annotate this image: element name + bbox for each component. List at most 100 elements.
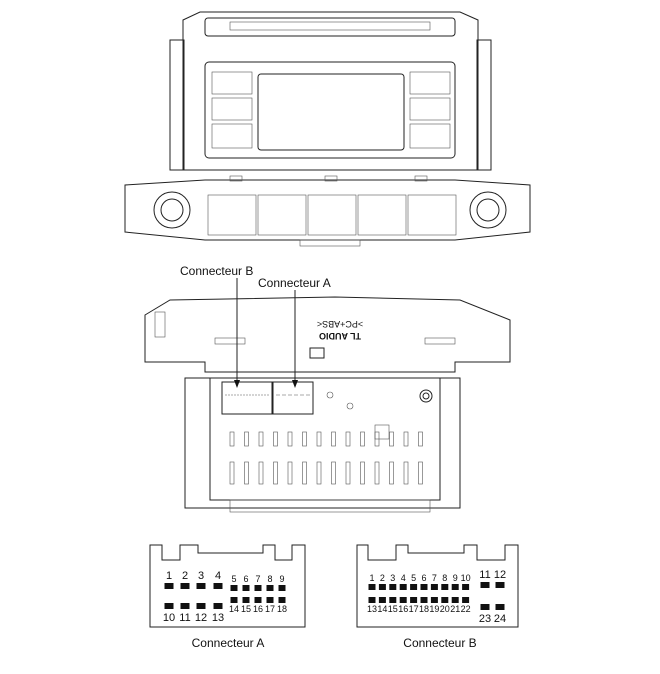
vent-slot bbox=[418, 461, 423, 485]
pin-number: 2 bbox=[380, 573, 385, 583]
svg-text:>PC+ABS<: >PC+ABS< bbox=[317, 319, 363, 329]
pin-number: 4 bbox=[401, 573, 406, 583]
pin-number: 9 bbox=[453, 573, 458, 583]
pin-pad bbox=[389, 584, 397, 590]
pin-pad bbox=[196, 603, 206, 609]
vent-slot bbox=[302, 431, 307, 447]
vent-slot bbox=[331, 461, 336, 485]
vent-slot bbox=[316, 461, 322, 485]
pin-pad bbox=[213, 583, 223, 589]
pin-pad bbox=[180, 583, 190, 589]
vent-slot bbox=[229, 461, 235, 485]
pin-number: 12 bbox=[494, 569, 506, 581]
pin-pad bbox=[242, 597, 250, 603]
audio-unit-rear-view: TL AUDIO >PC+ABS< bbox=[144, 296, 511, 513]
pin-pad bbox=[378, 597, 386, 603]
pin-number: 4 bbox=[215, 570, 221, 582]
pin-pad bbox=[495, 582, 505, 588]
vent-slot bbox=[258, 431, 264, 447]
pin-pad bbox=[164, 583, 174, 589]
vent-slot bbox=[273, 461, 278, 485]
vent-slot bbox=[345, 461, 351, 485]
pin-number: 16 bbox=[398, 604, 408, 614]
pin-number: 1 bbox=[166, 570, 172, 582]
pin-number: 11 bbox=[179, 612, 190, 624]
pin-number: 15 bbox=[388, 604, 398, 614]
pin-number: 5 bbox=[231, 574, 236, 584]
pin-number: 3 bbox=[390, 573, 395, 583]
pin-pad bbox=[254, 597, 262, 603]
vent-slot bbox=[331, 431, 336, 447]
pin-pad bbox=[164, 603, 174, 609]
pin-pad bbox=[462, 597, 470, 603]
pin-number: 8 bbox=[267, 574, 272, 584]
vent-slot bbox=[360, 461, 365, 485]
vent-slot bbox=[287, 431, 293, 447]
vent-slot bbox=[316, 431, 322, 447]
device-marking: TL AUDIO >PC+ABS< bbox=[317, 319, 363, 341]
vent-slot bbox=[229, 431, 235, 447]
pin-pad bbox=[278, 597, 286, 603]
pin-pad bbox=[368, 597, 376, 603]
vent-slot bbox=[389, 461, 394, 485]
vent-slot bbox=[302, 461, 307, 485]
vent-slot bbox=[374, 431, 380, 447]
vent-slot bbox=[403, 431, 409, 447]
pin-pad bbox=[266, 597, 274, 603]
vent-slot bbox=[374, 461, 380, 485]
pin-pad bbox=[430, 584, 438, 590]
pin-pad bbox=[278, 585, 286, 591]
callout-arrow-b bbox=[234, 278, 240, 388]
pin-pad bbox=[441, 584, 449, 590]
pin-number: 6 bbox=[243, 574, 248, 584]
pin-number: 6 bbox=[421, 573, 426, 583]
pin-number: 14 bbox=[229, 604, 239, 614]
callout-arrow-a bbox=[292, 290, 298, 388]
pin-pad bbox=[480, 604, 490, 610]
pin-pad bbox=[399, 597, 407, 603]
pin-number: 7 bbox=[255, 574, 260, 584]
pin-number: 8 bbox=[442, 573, 447, 583]
pin-number: 1 bbox=[369, 573, 374, 583]
pin-pad bbox=[451, 597, 459, 603]
pin-number: 19 bbox=[429, 604, 439, 614]
pin-pad bbox=[230, 597, 238, 603]
pin-number: 13 bbox=[367, 604, 377, 614]
pin-number: 11 bbox=[479, 569, 490, 581]
connector-b-caption: Connecteur B bbox=[403, 636, 476, 650]
vent-slot bbox=[244, 431, 249, 447]
pin-number: 16 bbox=[253, 604, 263, 614]
svg-text:TL AUDIO: TL AUDIO bbox=[319, 331, 361, 341]
pin-number: 7 bbox=[432, 573, 437, 583]
vent-slot bbox=[345, 431, 351, 447]
pin-pad bbox=[254, 585, 262, 591]
connector-b-socket bbox=[221, 381, 273, 415]
connector-a-socket bbox=[272, 381, 314, 415]
pin-number: 17 bbox=[265, 604, 275, 614]
vent-slot bbox=[389, 431, 394, 447]
pin-pad bbox=[480, 582, 490, 588]
pin-number: 3 bbox=[198, 570, 204, 582]
pin-pad bbox=[230, 585, 238, 591]
callout-connector-b-label: Connecteur B bbox=[180, 264, 253, 278]
pin-pad bbox=[399, 584, 407, 590]
pin-number: 18 bbox=[419, 604, 429, 614]
pin-pad bbox=[462, 584, 470, 590]
vent-slot bbox=[244, 461, 249, 485]
pin-number: 22 bbox=[461, 604, 471, 614]
pin-pad bbox=[196, 583, 206, 589]
vent-slot bbox=[403, 461, 409, 485]
callout-connector-a-label: Connecteur A bbox=[258, 276, 331, 290]
pin-number: 13 bbox=[212, 612, 224, 624]
connector-a-caption: Connecteur A bbox=[192, 636, 265, 650]
vent-slot bbox=[287, 461, 293, 485]
vent-slot bbox=[273, 431, 278, 447]
pin-number: 9 bbox=[279, 574, 284, 584]
pin-number: 18 bbox=[277, 604, 287, 614]
pin-number: 12 bbox=[195, 612, 207, 624]
pin-pad bbox=[420, 597, 428, 603]
pin-number: 17 bbox=[409, 604, 419, 614]
pin-number: 20 bbox=[440, 604, 450, 614]
